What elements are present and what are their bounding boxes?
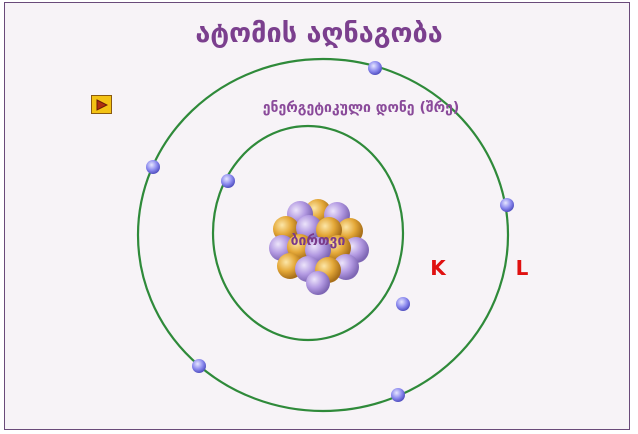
electron-k bbox=[221, 174, 235, 188]
electron-l bbox=[368, 61, 382, 75]
electron-l bbox=[146, 160, 160, 174]
nucleon bbox=[306, 271, 330, 295]
electron-l bbox=[500, 198, 514, 212]
shell-k-label: K bbox=[430, 256, 447, 280]
energy-level-label: ენერგეტიკული დონე (შრე) bbox=[263, 100, 460, 116]
nucleus-label: ბირთვი bbox=[291, 233, 346, 249]
shell-l-label: L bbox=[516, 256, 529, 280]
electron-k bbox=[396, 297, 410, 311]
electron-l bbox=[192, 359, 206, 373]
electron-l bbox=[391, 388, 405, 402]
